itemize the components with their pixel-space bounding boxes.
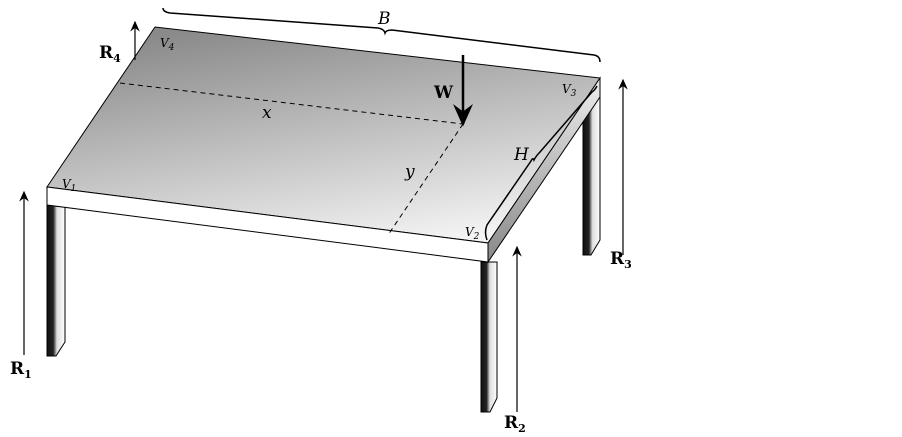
label-h: H (513, 145, 530, 165)
leg-front-left (46, 204, 66, 357)
label-x: x (262, 103, 272, 123)
table-side-edge (487, 76, 601, 264)
label-r2: R2 (504, 413, 526, 435)
label-b: B (377, 9, 391, 29)
x-dashed-line (119, 82, 464, 125)
label-v2: V2 (465, 225, 480, 242)
label-v1: V1 (62, 177, 76, 194)
leg-front-right (480, 261, 498, 413)
label-r1: R1 (10, 359, 32, 381)
label-r4: R4 (99, 43, 121, 65)
label-v4: V4 (160, 36, 175, 53)
y-dashed-line (387, 123, 464, 236)
brace-b (162, 7, 601, 63)
label-y: y (404, 162, 415, 182)
label-w: W (433, 83, 454, 103)
leg-back-right (582, 96, 601, 256)
label-v3: V3 (562, 82, 577, 99)
label-r3: R3 (610, 249, 632, 271)
brace-h (484, 85, 598, 241)
